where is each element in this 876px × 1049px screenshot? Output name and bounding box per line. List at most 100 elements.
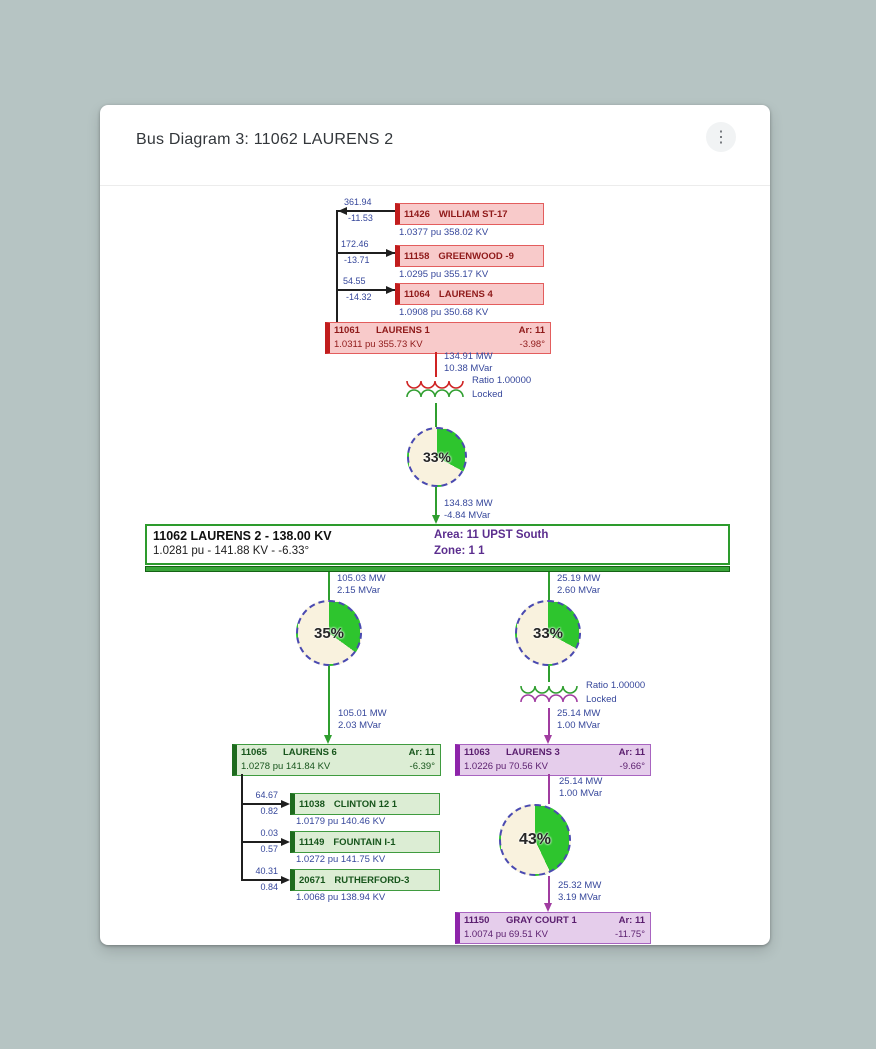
xfmr1-mvar: 10.38 MVar bbox=[444, 363, 493, 374]
bus-box-laurens4: 11064 LAURENS 4 bbox=[395, 283, 544, 305]
loading-pie-label: 33% bbox=[422, 449, 452, 465]
left-branch-mvar-bot: 2.03 MVar bbox=[338, 720, 382, 731]
bus-area: Ar: 11 bbox=[618, 747, 645, 758]
bus-voltage: 1.0278 pu 141.84 KV bbox=[241, 761, 331, 772]
into-bus-line bbox=[435, 487, 437, 517]
feeder-line bbox=[337, 252, 395, 254]
child-trunk-line bbox=[241, 774, 243, 881]
bus-number: 11064 bbox=[404, 288, 430, 300]
right-branch-line-lv bbox=[548, 708, 550, 736]
bus-box-greenwood: 11158 GREENWOOD -9 bbox=[395, 245, 544, 267]
loading-pie-33b: 33% bbox=[515, 600, 581, 666]
left-branch-line bbox=[328, 572, 330, 600]
xfmr2-tap: Locked bbox=[586, 694, 617, 705]
bus-angle: -9.66° bbox=[619, 761, 645, 772]
bus-box-rutherford: 20671 RUTHERFORD-3 bbox=[290, 869, 440, 891]
xfmr1-ratio: Ratio 1.00000 bbox=[472, 375, 532, 386]
xfmr1-lv-line bbox=[435, 403, 437, 427]
into-bus-mw: 134.83 MW bbox=[444, 498, 493, 509]
main-bus-voltage: 1.0281 pu - 141.88 KV - -6.33° bbox=[153, 545, 310, 557]
flow-arrow-down-icon bbox=[544, 903, 552, 912]
bus-box-laurens1: 11061 LAURENS 1 Ar: 11 1.0311 pu 355.73 … bbox=[325, 322, 551, 354]
bus-voltage: 1.0908 pu 350.68 KV bbox=[399, 307, 489, 318]
bus-box-laurens6: 11065 LAURENS 6 Ar: 11 1.0278 pu 141.84 … bbox=[232, 744, 441, 776]
bus-box-clinton: 11038 CLINTON 12 1 bbox=[290, 793, 440, 815]
bus-name: LAURENS 4 bbox=[438, 288, 493, 300]
bus-area: Ar: 11 bbox=[408, 747, 435, 758]
bus-name: WILLIAM ST-17 bbox=[438, 208, 508, 220]
bus-number: 11063 bbox=[464, 747, 490, 758]
into-bus-mvar: -4.84 MVar bbox=[444, 510, 491, 521]
right-branch-line bbox=[548, 572, 550, 600]
bus-voltage: 1.0295 pu 355.17 KV bbox=[399, 269, 489, 280]
bus-voltage: 1.0377 pu 358.02 KV bbox=[399, 227, 489, 238]
bus-diagram-card: Bus Diagram 3: 11062 LAURENS 2 ⋮ 361.94 … bbox=[100, 105, 770, 945]
transformer-icon bbox=[520, 685, 578, 703]
feeder-trunk-line bbox=[336, 210, 338, 322]
bus-name: LAURENS 6 bbox=[283, 747, 337, 758]
loading-pie-33: 33% bbox=[407, 427, 467, 487]
right-branch-mw: 25.19 MW bbox=[557, 573, 601, 584]
bus-name: CLINTON 12 1 bbox=[333, 798, 398, 810]
header-divider bbox=[100, 185, 770, 186]
bus-number: 11038 bbox=[299, 798, 325, 810]
main-bus-area: Area: 11 UPST South bbox=[434, 529, 549, 541]
bus-number: 11061 bbox=[334, 325, 360, 336]
feeder-line bbox=[337, 289, 395, 291]
below-l3-mvar: 1.00 MVar bbox=[559, 788, 603, 799]
bus-angle: -11.75° bbox=[614, 929, 645, 940]
main-bus-zone: Zone: 1 1 bbox=[434, 545, 485, 557]
bus-number: 11150 bbox=[464, 915, 490, 926]
bus-voltage: 1.0179 pu 140.46 KV bbox=[296, 816, 386, 827]
right-branch-mvar: 2.60 MVar bbox=[557, 585, 601, 596]
flow-mvar: 0.57 bbox=[260, 844, 278, 854]
left-branch-mw-bot: 105.01 MW bbox=[338, 708, 387, 719]
left-branch-mw: 105.03 MW bbox=[337, 573, 386, 584]
transformer-icon bbox=[406, 380, 464, 398]
flow-arrow-right-icon bbox=[281, 838, 290, 846]
flow-arrow-down-icon bbox=[544, 735, 552, 744]
bus-voltage: 1.0074 pu 69.51 KV bbox=[464, 929, 548, 940]
bus-area: Ar: 11 bbox=[518, 325, 545, 336]
bus-box-laurens2-main: 11062 LAURENS 2 - 138.00 KV 1.0281 pu - … bbox=[145, 524, 730, 565]
flow-mw: 172.46 bbox=[341, 239, 369, 249]
bus-number: 11065 bbox=[241, 747, 267, 758]
xfmr2-ratio: Ratio 1.00000 bbox=[586, 680, 646, 691]
gray-court-mvar: 3.19 MVar bbox=[558, 892, 602, 903]
flow-arrow-left-icon bbox=[338, 207, 347, 215]
feeder-line bbox=[242, 879, 282, 881]
bus-name: RUTHERFORD-3 bbox=[334, 874, 410, 886]
right-branch-mw-mid: 25.14 MW bbox=[557, 708, 601, 719]
xfmr1-tap: Locked bbox=[472, 389, 503, 400]
bus-area: Ar: 11 bbox=[618, 915, 645, 926]
kebab-menu-icon: ⋮ bbox=[713, 129, 729, 146]
flow-arrow-right-icon bbox=[281, 876, 290, 884]
flow-arrow-right-icon bbox=[386, 249, 395, 257]
flow-mvar: -11.53 bbox=[348, 213, 373, 223]
gray-court-line bbox=[548, 876, 550, 904]
flow-arrow-down-icon bbox=[432, 515, 440, 524]
flow-mvar: -13.71 bbox=[344, 255, 370, 265]
bus-name: GRAY COURT 1 bbox=[506, 915, 577, 926]
bus-bar bbox=[145, 566, 730, 572]
below-l3-mw: 25.14 MW bbox=[559, 776, 603, 787]
right-branch-mvar-mid: 1.00 MVar bbox=[557, 720, 601, 731]
bus-box-fountain: 11149 FOUNTAIN I-1 bbox=[290, 831, 440, 853]
bus-voltage: 1.0226 pu 70.56 KV bbox=[464, 761, 548, 772]
bus-voltage: 1.0068 pu 138.94 KV bbox=[296, 892, 386, 903]
kebab-menu-button[interactable]: ⋮ bbox=[706, 122, 736, 152]
left-branch-mvar: 2.15 MVar bbox=[337, 585, 381, 596]
one-line-diagram: 361.94 -11.53 11426 WILLIAM ST-17 1.0377… bbox=[100, 105, 770, 945]
flow-mw: 64.67 bbox=[255, 790, 278, 800]
bus-angle: -3.98° bbox=[519, 339, 545, 350]
feeder-line bbox=[242, 803, 282, 805]
right-branch-line bbox=[548, 666, 550, 682]
flow-arrow-down-icon bbox=[324, 735, 332, 744]
bus-number: 11426 bbox=[404, 208, 430, 220]
loading-pie-35: 35% bbox=[296, 600, 362, 666]
bus-angle: -6.39° bbox=[409, 761, 435, 772]
gray-court-line bbox=[548, 774, 550, 804]
bus-number: 20671 bbox=[299, 874, 326, 886]
loading-pie-43: 43% bbox=[499, 804, 571, 876]
left-branch-line bbox=[328, 666, 330, 736]
